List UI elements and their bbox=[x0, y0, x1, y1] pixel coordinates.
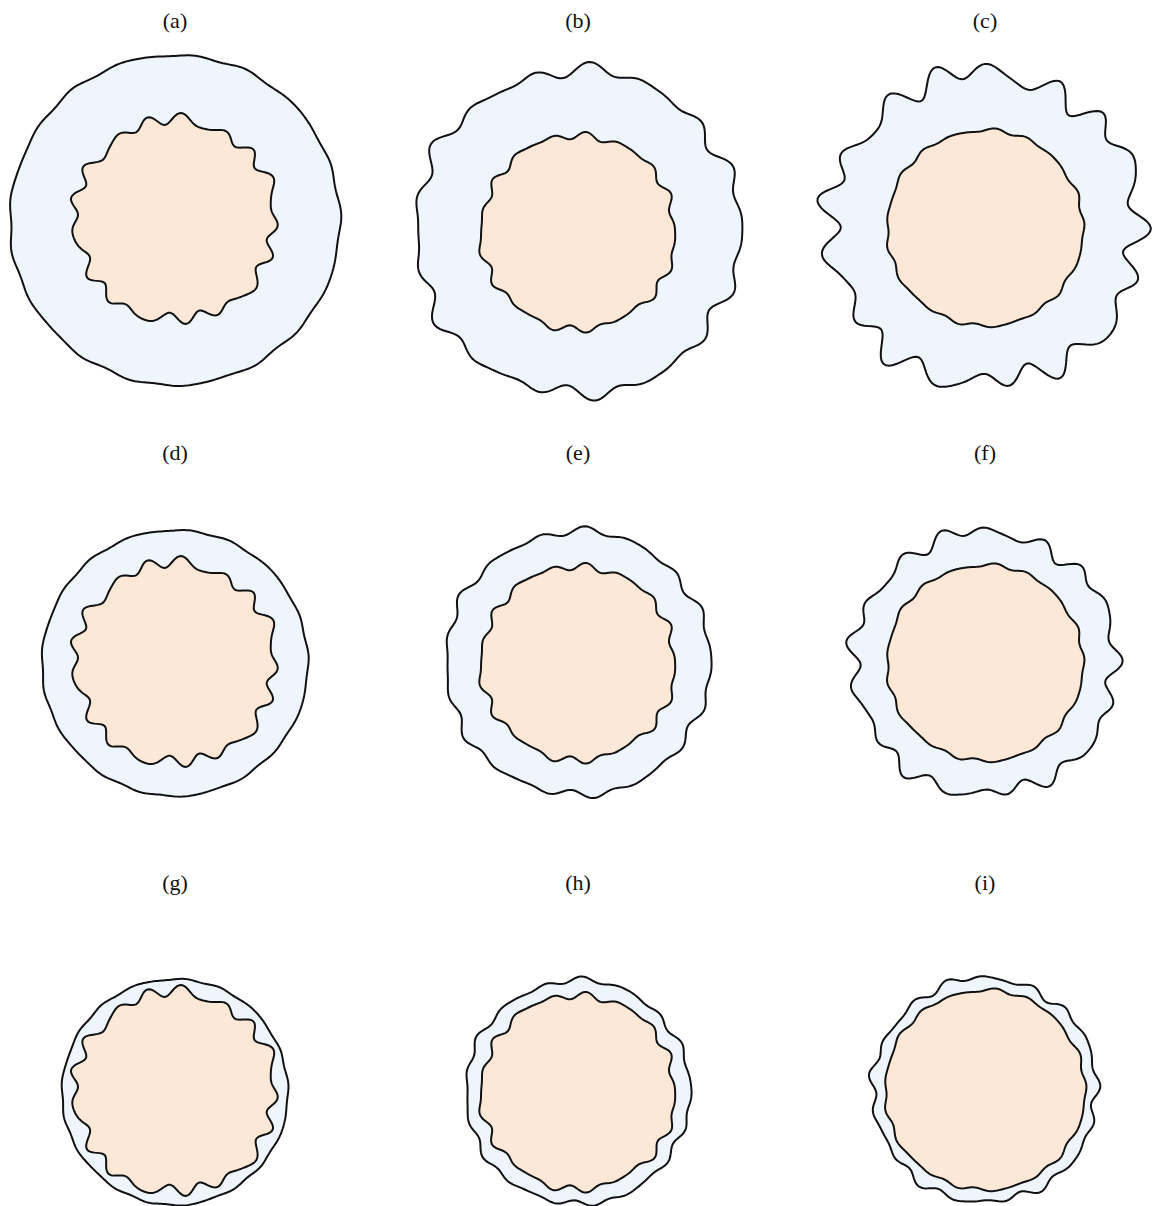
inner-core bbox=[71, 113, 278, 324]
shell-figure bbox=[416, 62, 742, 401]
outer-shell bbox=[817, 64, 1150, 387]
panel-label: (i) bbox=[975, 870, 996, 896]
panel-label: (e) bbox=[566, 440, 590, 466]
outer-shell bbox=[467, 976, 692, 1205]
panel-label: (h) bbox=[565, 870, 591, 896]
shell-figure bbox=[447, 526, 712, 798]
outer-shell bbox=[62, 979, 289, 1206]
inner-core bbox=[887, 563, 1084, 762]
panel-label: (f) bbox=[974, 440, 996, 466]
inner-core bbox=[71, 556, 278, 767]
shell-figure bbox=[10, 55, 341, 386]
shell-figure bbox=[467, 976, 692, 1205]
panel-label: (b) bbox=[565, 8, 591, 34]
inner-core bbox=[479, 132, 675, 333]
inner-core bbox=[885, 988, 1086, 1191]
shell-figure bbox=[817, 64, 1150, 387]
panel-label: (g) bbox=[162, 870, 188, 896]
outer-shell bbox=[416, 62, 742, 401]
panel-label: (c) bbox=[973, 8, 997, 34]
outer-shell bbox=[42, 530, 309, 797]
shell-figure bbox=[62, 979, 289, 1206]
inner-core bbox=[71, 985, 278, 1196]
inner-core bbox=[479, 992, 675, 1193]
panel-label: (d) bbox=[162, 440, 188, 466]
shell-figure bbox=[869, 976, 1100, 1201]
inner-core bbox=[887, 128, 1084, 327]
outer-shell bbox=[869, 976, 1100, 1201]
inner-core bbox=[479, 563, 675, 764]
shell-figure bbox=[846, 528, 1122, 795]
outer-shell bbox=[846, 528, 1122, 795]
outer-shell bbox=[10, 55, 341, 386]
outer-shell bbox=[447, 526, 712, 798]
shell-figure bbox=[42, 530, 309, 797]
panel-label: (a) bbox=[163, 8, 187, 34]
